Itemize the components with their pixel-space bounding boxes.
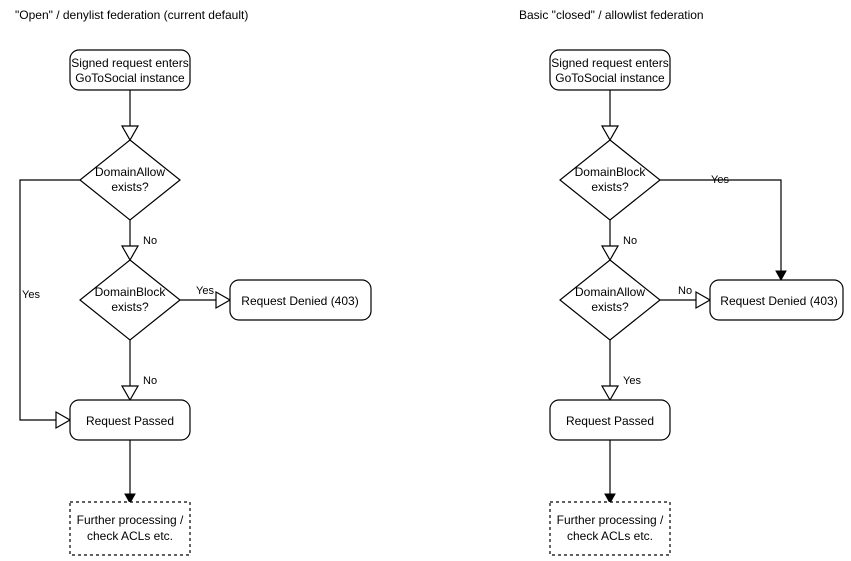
node-domain-block-left[interactable]: DomainBlock exists? <box>79 259 181 341</box>
arrowhead-open-icon <box>695 290 712 310</box>
edge-requestpassed-to-further-left <box>124 440 136 505</box>
edge-start-to-domainblock-right <box>600 90 620 142</box>
node-start-right-line2: GoToSocial instance <box>555 71 665 85</box>
arrowhead-solid-icon <box>124 493 136 505</box>
panel-title-closed-allowlist: Basic "closed" / allowlist federation <box>519 8 704 22</box>
node-further-processing-right-shape[interactable] <box>549 501 671 556</box>
edge-domainallow-no-right: No <box>660 285 712 310</box>
node-request-passed-left-label: Request Passed <box>86 414 174 428</box>
arrowhead-open-icon <box>215 290 232 310</box>
node-domain-block-left-line2: exists? <box>111 300 149 314</box>
arrowhead-solid-icon <box>604 493 616 505</box>
arrowhead-open-icon <box>120 385 140 402</box>
edge-label-domainblock-yes-right: Yes <box>711 174 729 186</box>
node-request-denied-left-label: Request Denied (403) <box>241 294 358 308</box>
edge-label-domainallow-no-left: No <box>143 235 157 247</box>
node-further-processing-right-line1: Further processing / <box>557 513 664 527</box>
node-domain-block-right-line1: DomainBlock <box>575 165 647 179</box>
node-request-passed-right[interactable]: Request Passed <box>549 399 671 441</box>
arrowhead-open-icon <box>600 385 620 402</box>
node-domain-allow-right[interactable]: DomainAllow exists? <box>559 259 661 341</box>
edge-line <box>19 179 80 421</box>
node-domain-block-right-line2: exists? <box>591 180 629 194</box>
edge-domainblock-yes-right: Yes <box>660 174 787 282</box>
arrowhead-open-icon <box>55 410 72 430</box>
node-start-left[interactable]: Signed request enters GoToSocial instanc… <box>69 49 191 91</box>
edge-domainallow-yes-right: Yes <box>600 340 641 402</box>
node-further-processing-left-shape[interactable] <box>69 501 191 556</box>
node-start-left-line2: GoToSocial instance <box>75 71 185 85</box>
edge-start-to-domainallow-left <box>120 90 140 142</box>
edge-label-domainblock-yes-left: Yes <box>196 285 214 297</box>
node-further-processing-left-line1: Further processing / <box>77 513 184 527</box>
edge-requestpassed-to-further-right <box>604 440 616 505</box>
panel-closed-allowlist: Basic "closed" / allowlist federation Si… <box>519 8 844 556</box>
arrowhead-open-icon <box>600 125 620 142</box>
node-request-passed-left[interactable]: Request Passed <box>69 399 191 441</box>
edge-domainblock-no-left: No <box>120 340 157 402</box>
node-start-right[interactable]: Signed request enters GoToSocial instanc… <box>549 49 671 91</box>
edge-line <box>660 179 782 272</box>
node-further-processing-right[interactable]: Further processing / check ACLs etc. <box>549 501 671 556</box>
node-request-denied-left[interactable]: Request Denied (403) <box>229 279 372 321</box>
node-request-denied-left-shape[interactable] <box>229 279 372 321</box>
node-further-processing-right-line2: check ACLs etc. <box>567 529 653 543</box>
node-further-processing-left[interactable]: Further processing / check ACLs etc. <box>69 501 191 556</box>
edge-label-domainallow-yes-right: Yes <box>623 375 641 387</box>
node-further-processing-left-line2: check ACLs etc. <box>87 529 173 543</box>
arrowhead-open-icon <box>600 245 620 262</box>
panel-title-open-denylist: "Open" / denylist federation (current de… <box>15 8 248 22</box>
node-domain-allow-left-line2: exists? <box>111 180 149 194</box>
edge-domainblock-yes-left: Yes <box>180 285 232 310</box>
edge-label-domainblock-no-left: No <box>143 375 157 387</box>
node-domain-allow-right-line2: exists? <box>591 300 629 314</box>
arrowhead-open-icon <box>120 125 140 142</box>
node-request-passed-right-label: Request Passed <box>566 414 654 428</box>
node-domain-block-left-line1: DomainBlock <box>95 285 167 299</box>
edge-label-domainallow-no-right: No <box>678 285 692 297</box>
node-request-denied-right-shape[interactable] <box>709 279 844 321</box>
edge-domainallow-yes-left: Yes <box>19 179 80 430</box>
edge-domainallow-no-left: No <box>120 220 157 262</box>
node-domain-allow-right-line1: DomainAllow <box>575 285 645 299</box>
edge-domainblock-no-right: No <box>600 220 637 262</box>
node-start-left-line1: Signed request enters <box>71 56 188 70</box>
arrowhead-solid-icon <box>775 270 787 282</box>
node-start-right-line1: Signed request enters <box>551 56 668 70</box>
arrowhead-open-icon <box>120 245 140 262</box>
node-domain-allow-left-line1: DomainAllow <box>95 165 165 179</box>
edge-label-domainblock-no-right: No <box>623 235 637 247</box>
panel-open-denylist: "Open" / denylist federation (current de… <box>15 8 372 556</box>
edge-label-domainallow-yes-left: Yes <box>22 289 40 301</box>
node-domain-block-right[interactable]: DomainBlock exists? <box>559 139 661 221</box>
node-domain-allow-left[interactable]: DomainAllow exists? <box>79 139 181 221</box>
node-request-denied-right-label: Request Denied (403) <box>720 294 837 308</box>
node-request-denied-right[interactable]: Request Denied (403) <box>709 279 844 321</box>
